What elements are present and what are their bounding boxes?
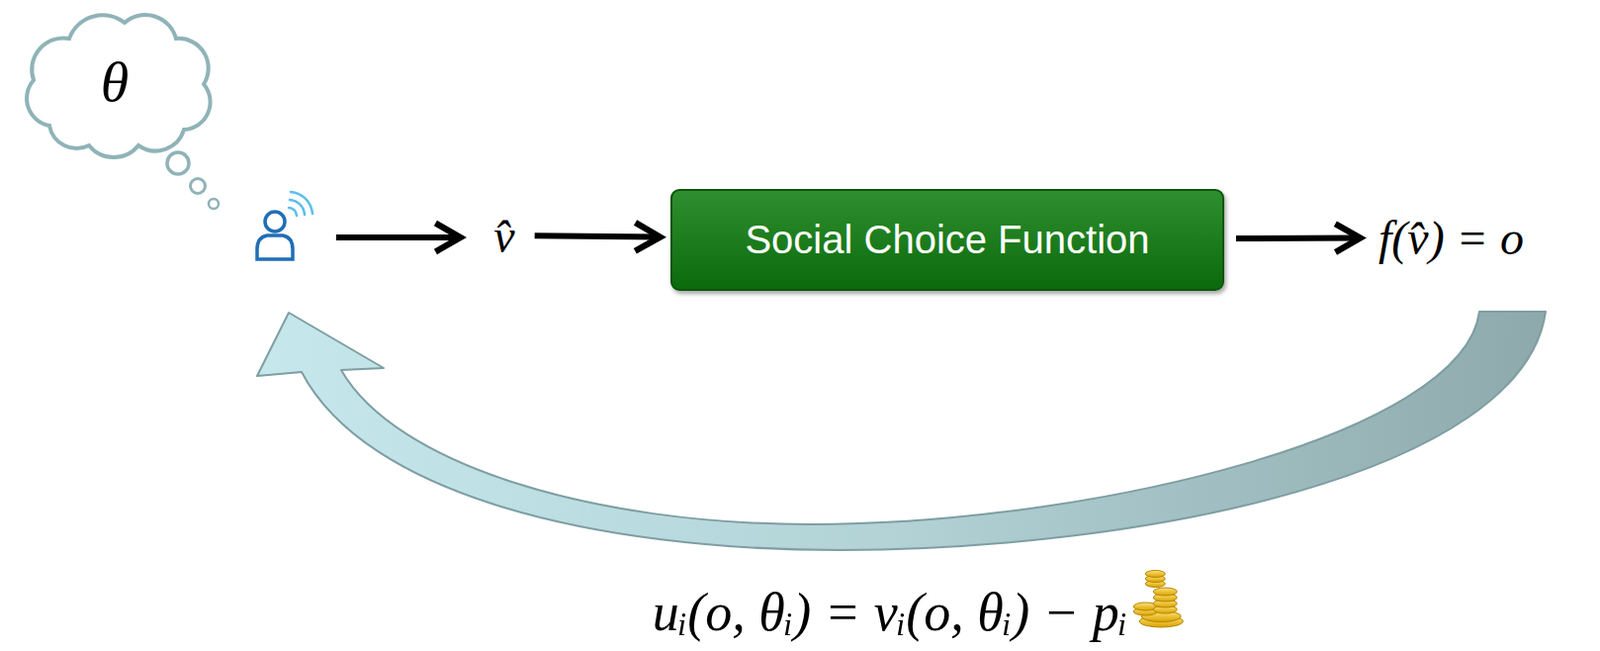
node-text: θ <box>100 48 130 115</box>
signal-icon <box>288 191 313 216</box>
thought-bubble <box>190 178 206 194</box>
input-arrow <box>336 234 457 241</box>
coins-icon <box>1133 570 1183 628</box>
feedback-arrow <box>257 311 1546 550</box>
message-node: v̂ <box>485 205 523 267</box>
process-box: Social Choice Function <box>670 188 1225 291</box>
person-icon <box>257 211 293 260</box>
thought-bubble <box>167 152 189 175</box>
outcome-node: f(v̂) = o <box>1370 207 1532 268</box>
node-text: f(v̂) = o <box>1378 210 1524 266</box>
node-text: v̂ <box>493 208 515 264</box>
flow-arrow <box>534 235 657 237</box>
thought-cloud: θ <box>9 4 220 159</box>
utility-formula: uᵢ(o, θᵢ) = vᵢ(o, θᵢ) − pᵢ <box>652 581 1129 643</box>
thought-bubble <box>208 198 219 209</box>
node-text: Social Choice Function <box>744 217 1150 263</box>
flow-arrow <box>1236 234 1357 242</box>
